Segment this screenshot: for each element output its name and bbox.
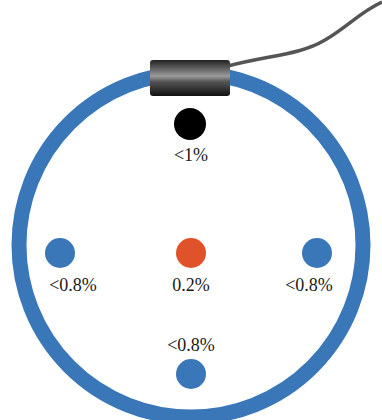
- value-label: <0.8%: [49, 276, 97, 294]
- value-label: 0.2%: [172, 276, 210, 294]
- ring-vessel: [19, 73, 363, 417]
- blue-point: [45, 238, 75, 268]
- black-point: [174, 108, 206, 140]
- sensor-body: [150, 60, 230, 96]
- value-label: <0.8%: [167, 336, 215, 354]
- value-label: <0.8%: [285, 276, 333, 294]
- blue-point: [302, 238, 332, 268]
- red-point: [176, 238, 206, 268]
- blue-point: [176, 359, 206, 389]
- sensor-cable: [228, 2, 382, 66]
- value-label: <1%: [174, 146, 208, 164]
